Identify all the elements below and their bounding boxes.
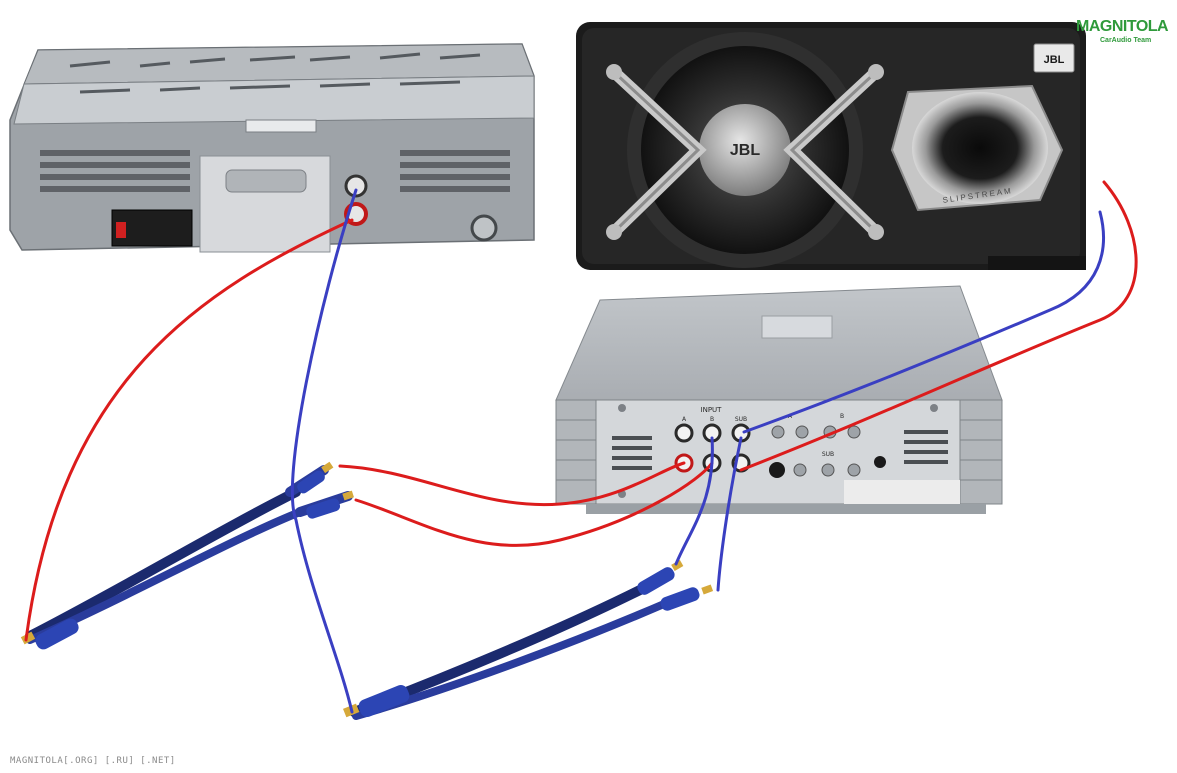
sub-knob — [793, 463, 807, 477]
head-unit — [9, 43, 535, 253]
sub-knob — [847, 463, 861, 477]
amp-input-channel-a: A — [682, 416, 687, 423]
red-wire-amp-to-subwoofer — [739, 180, 1138, 472]
subwoofer-brand-plate — [1033, 43, 1075, 73]
woofer-dust-cap — [699, 104, 791, 196]
red-wire-splitter-to-amp-a — [338, 461, 686, 507]
blue-wire-amp-to-splitter-b — [716, 436, 743, 592]
grill-bolt — [868, 64, 884, 80]
head-unit-bracket-slot — [225, 169, 307, 193]
rca-plug-body — [358, 685, 410, 717]
grill-bolt — [606, 64, 622, 80]
amplifier-vent-right — [904, 430, 948, 464]
subwoofer-foot — [988, 256, 1086, 270]
head-unit-top-rim — [13, 75, 535, 125]
logo-main-text: MAGNITOLA — [1076, 18, 1169, 35]
woofer-grill-highlight — [612, 70, 878, 234]
rca-plug-tip — [342, 490, 354, 501]
amp-screw — [618, 404, 626, 412]
red-wire-splitter-to-amp-b — [354, 461, 714, 547]
head-unit-vent-right — [400, 150, 510, 192]
sub-knob — [821, 463, 835, 477]
amplifier-heatsink-left — [555, 399, 597, 505]
amp-blanked-label — [844, 480, 960, 504]
rca-splitter-right — [343, 559, 714, 720]
amp-screw — [930, 404, 938, 412]
head-unit-vent-left — [40, 150, 190, 192]
rca-plug-body — [35, 618, 79, 650]
amplifier-base — [586, 504, 986, 514]
red-wire-headunit-to-splitter — [24, 218, 354, 642]
wires — [24, 180, 1138, 714]
grill-bolt — [606, 224, 622, 240]
gain-knob — [847, 425, 861, 439]
logo-sub-text: CarAudio Team — [1100, 37, 1152, 44]
blue-wire-amp-to-subwoofer — [742, 210, 1105, 434]
amp-input-channel-b: B — [710, 416, 714, 423]
amp-input-channel-sub: SUB — [735, 416, 747, 423]
footer-watermark: MAGNITOLA[.ORG] [.RU] [.NET] — [10, 756, 176, 766]
rca-out-white — [344, 174, 368, 198]
head-unit-embossing — [69, 52, 481, 94]
rca-plug-body — [637, 567, 675, 595]
amp-sub-label: SUB — [822, 451, 834, 458]
rca-plug-tip — [701, 584, 714, 595]
bass-port — [912, 92, 1048, 204]
rca-plug-tip — [20, 631, 36, 645]
rca-splitter-left — [20, 461, 354, 650]
blue-wire-amp-to-splitter-a — [674, 436, 714, 566]
rca-plug-body — [306, 498, 341, 519]
iso-connector-clip — [116, 222, 126, 238]
amplifier: INPUT A B SUB A B SUB — [555, 285, 1003, 514]
amp-remote-jack — [874, 456, 886, 468]
head-unit-label-sticker — [245, 119, 317, 133]
rca-plug-body — [660, 587, 700, 611]
grill-bolt — [868, 224, 884, 240]
amp-rca-a-white — [674, 423, 694, 443]
blue-wire-headunit-to-splitter — [290, 188, 358, 714]
gain-knob — [795, 425, 809, 439]
amp-input-label: INPUT — [701, 406, 723, 414]
rca-plug-body — [297, 470, 325, 494]
subwoofer-brand-badge: JBL — [1044, 54, 1065, 66]
amplifier-logo-plate — [761, 315, 833, 339]
amp-channel-b-label: B — [840, 413, 844, 420]
subwoofer-box: JBL SLIPSTREAM JBL — [576, 22, 1086, 270]
antenna-socket — [470, 214, 498, 242]
amp-gain-knobs — [771, 425, 861, 477]
woofer-brand-badge: JBL — [730, 142, 760, 159]
rca-plug-tip — [671, 559, 684, 571]
amp-remote-bass-jack — [769, 462, 785, 478]
magnitola-logo: MAGNITOLA CarAudio Team — [1076, 18, 1169, 52]
amp-channel-a-label: A — [788, 413, 793, 420]
amplifier-vent-left — [612, 436, 652, 470]
amplifier-heatsink-right — [959, 399, 1003, 505]
gain-knob — [771, 425, 785, 439]
rca-plug-tip — [321, 461, 334, 474]
amplifier-top — [555, 285, 1003, 401]
